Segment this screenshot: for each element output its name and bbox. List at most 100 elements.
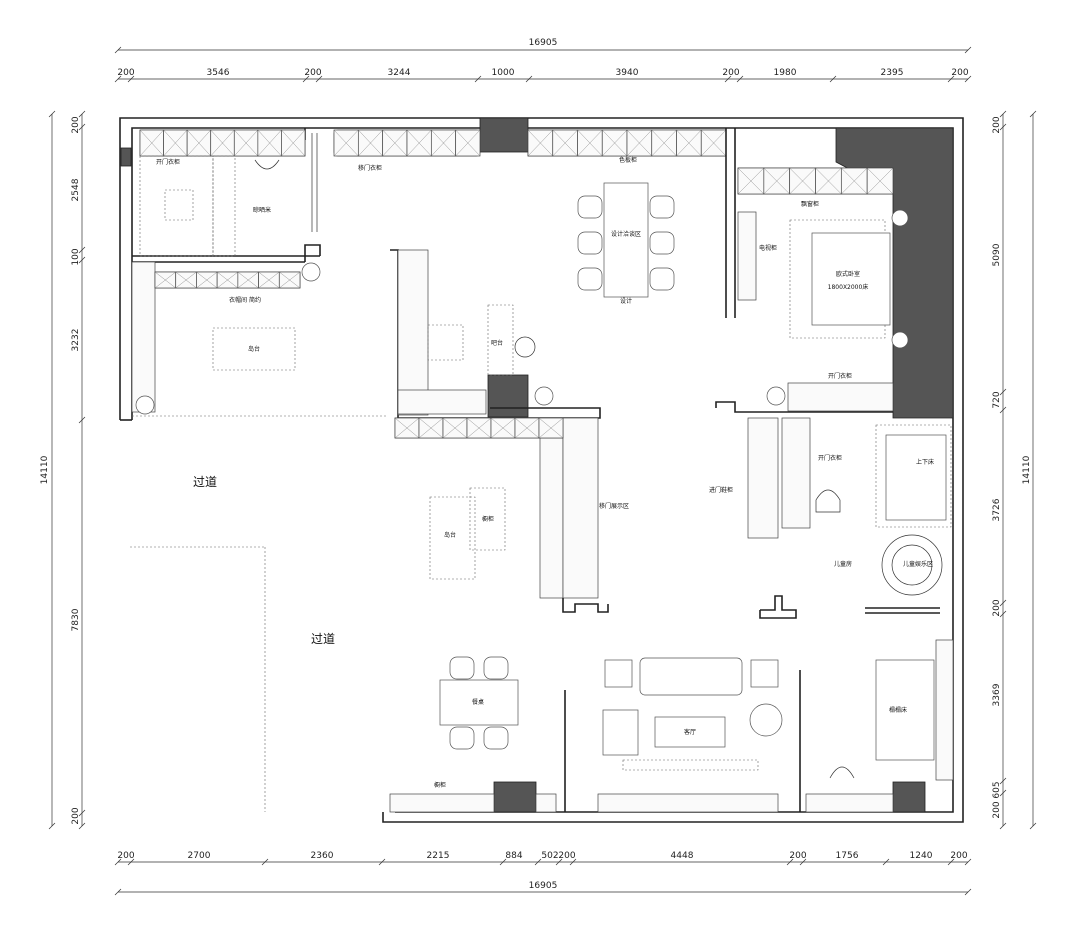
display-area — [130, 417, 609, 812]
bottom-dim-12: 200 — [950, 851, 967, 861]
cabinet-hatch — [602, 129, 628, 157]
cabinet-hatch — [210, 129, 235, 157]
dim-tick — [302, 75, 310, 83]
right-dim-3: 720 — [992, 391, 1002, 408]
cabinet-hatch — [867, 167, 894, 195]
cabinet-hatch — [841, 167, 868, 195]
cabinet-hatch — [358, 129, 383, 157]
bottom-dim-5: 884 — [505, 851, 522, 861]
cabinet-hatch — [577, 129, 603, 157]
left-dimension-lines — [48, 110, 86, 830]
right-dim-7: 200 — [992, 801, 1002, 818]
top-dim-2: 3546 — [207, 68, 230, 78]
cabinet-hatch — [237, 271, 259, 289]
right-dim-6: 3369 — [992, 683, 1002, 706]
top-total-dim: 16905 — [529, 38, 558, 48]
cabinet-hatch — [676, 129, 702, 157]
cabinet-hatch — [333, 129, 359, 157]
label-bunk-bed: 上下床 — [916, 458, 934, 466]
dim-tick — [999, 822, 1007, 830]
right-dim-5: 200 — [992, 599, 1002, 616]
dim-tick — [736, 75, 744, 83]
top-dim-3: 200 — [304, 68, 321, 78]
label-bar: 吧台 — [491, 339, 503, 347]
label-tv-cabinet: 电视柜 — [759, 244, 777, 252]
left-dim-3: 100 — [71, 248, 81, 265]
cabinet-hatch — [139, 129, 164, 157]
dim-tick — [78, 822, 86, 830]
label-open-wardrobe-mid: 开门衣柜 — [828, 372, 852, 380]
dining-living — [389, 656, 894, 813]
label-laundry: 晾晒米 — [253, 206, 271, 214]
dim-tick — [127, 75, 135, 83]
cabinet-hatch — [279, 271, 301, 289]
dim-tick — [786, 858, 794, 866]
dim-tick — [78, 123, 86, 131]
cabinet-hatch — [815, 167, 842, 195]
dim-tick — [127, 858, 135, 866]
chair — [577, 267, 603, 291]
dim-tick — [999, 110, 1007, 118]
cabinet-hatch — [394, 417, 420, 439]
cabinet-hatch — [154, 271, 176, 289]
dim-tick — [999, 599, 1007, 607]
structural-columns — [120, 117, 954, 813]
dim-tick — [882, 858, 890, 866]
dim-tick — [829, 75, 837, 83]
dim-tick — [261, 858, 269, 866]
cabinet-hatch — [257, 129, 282, 157]
cabinet-hatch — [490, 417, 516, 439]
kids-room — [747, 417, 954, 781]
dim-tick — [999, 789, 1007, 797]
chair — [483, 726, 509, 750]
dim-tick — [947, 858, 955, 866]
top-dim-4: 3244 — [388, 68, 411, 78]
chair — [449, 726, 475, 750]
label-design: 设计 — [620, 297, 632, 305]
right-dimension-lines — [999, 110, 1037, 830]
top-dim-9: 2395 — [881, 68, 904, 78]
left-dim-6: 200 — [71, 807, 81, 824]
label-island-mid: 岛台 — [444, 531, 456, 539]
label-bed-size: 1800X2000床 — [828, 283, 869, 291]
cabinet-hatch — [234, 129, 259, 157]
dim-tick — [999, 388, 1007, 396]
chair — [649, 231, 675, 255]
bottom-dim-9: 200 — [789, 851, 806, 861]
cabinet-hatch — [196, 271, 218, 289]
label-sliding-wardrobe: 移门衣柜 — [358, 164, 382, 172]
label-entry-shoe: 进门鞋柜 — [709, 486, 733, 494]
cabinet-hatch — [466, 417, 492, 439]
bottom-dim-2: 2700 — [188, 851, 211, 861]
cabinet-hatch — [763, 167, 790, 195]
right-dim-4: 3726 — [992, 498, 1002, 521]
dim-tick — [499, 858, 507, 866]
top-dimension-lines — [114, 46, 972, 83]
cabinet-hatch — [175, 271, 197, 289]
bottom-dim-8: 4448 — [671, 851, 694, 861]
dim-tick — [78, 246, 86, 254]
label-corridor-1: 过道 — [193, 475, 217, 489]
cabinet-hatch — [514, 417, 540, 439]
cabinet-hatch — [737, 167, 764, 195]
left-dim-1: 200 — [71, 116, 81, 133]
cabinet-hatch — [281, 129, 306, 157]
cabinet-hatch — [418, 417, 444, 439]
left-dim-5: 7830 — [71, 608, 81, 631]
top-dim-10: 200 — [951, 68, 968, 78]
label-cloakroom: 衣帽间 简约 — [229, 296, 261, 304]
chair — [649, 267, 675, 291]
top-dim-5: 1000 — [492, 68, 515, 78]
label-kids-room: 儿童房 — [834, 560, 852, 568]
label-living: 客厅 — [684, 728, 696, 736]
dim-tick — [114, 858, 122, 866]
cabinet-hatch — [431, 129, 456, 157]
label-kids-play: 儿童娱乐区 — [903, 560, 933, 568]
cabinet-hatch — [701, 129, 727, 157]
chair — [483, 656, 509, 680]
label-island-top: 岛台 — [248, 345, 260, 353]
label-cabinet-bottom: 橱柜 — [434, 781, 446, 789]
dim-tick — [569, 858, 577, 866]
bottom-total-dim: 16905 — [529, 881, 558, 891]
chair — [649, 195, 675, 219]
